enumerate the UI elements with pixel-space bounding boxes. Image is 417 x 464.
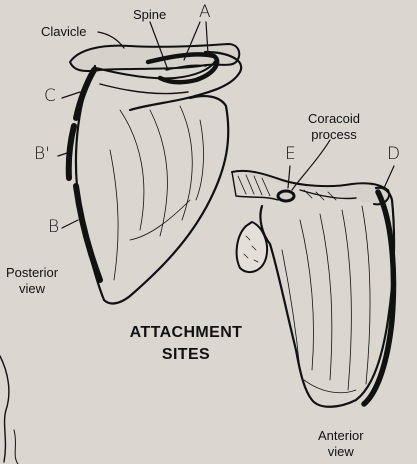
posterior-shading <box>110 106 203 280</box>
edge-sketch-line-2 <box>14 430 18 464</box>
label-d: D <box>387 146 400 163</box>
label-e: E <box>285 146 296 163</box>
anterior-view-line2: view <box>318 444 364 460</box>
site-e-mark <box>278 191 294 201</box>
anterior-view-line1: Anterior <box>318 428 364 444</box>
diagram-title: ATTACHMENT SITES <box>96 322 276 366</box>
c-pointer <box>62 92 80 98</box>
edge-sketch-line <box>0 356 9 462</box>
anterior-scapula <box>232 171 394 407</box>
site-b-band <box>76 186 100 280</box>
title-line2: SITES <box>96 344 276 366</box>
label-c: C <box>44 88 56 105</box>
anterior-body-outline <box>260 188 394 407</box>
coracoid-line2: process <box>308 127 360 143</box>
site-d-band <box>364 192 393 404</box>
anterior-shading <box>282 206 370 393</box>
spine-ridge-lower <box>100 84 188 94</box>
coracoid-top <box>232 171 389 204</box>
label-b: B <box>48 219 59 236</box>
b-pointer <box>62 220 78 228</box>
d-pointer <box>384 166 394 188</box>
label-coracoid-process: Coracoid process <box>308 111 360 143</box>
label-b-prime: B' <box>34 146 50 163</box>
label-posterior-view: Posterior view <box>6 265 58 297</box>
posterior-view-line2: view <box>6 281 58 297</box>
posterior-scapula <box>69 44 241 303</box>
posterior-view-line1: Posterior <box>6 265 58 281</box>
coracoid-line1: Coracoid <box>308 111 360 127</box>
scapula-body-outline <box>76 66 228 303</box>
label-spine: Spine <box>133 8 166 21</box>
title-line1: ATTACHMENT <box>96 322 276 344</box>
label-anterior-view: Anterior view <box>318 428 364 460</box>
site-c-band <box>76 70 94 118</box>
coracoid-pointer <box>292 140 330 190</box>
label-clavicle: Clavicle <box>41 25 87 38</box>
label-a: A <box>199 4 211 21</box>
